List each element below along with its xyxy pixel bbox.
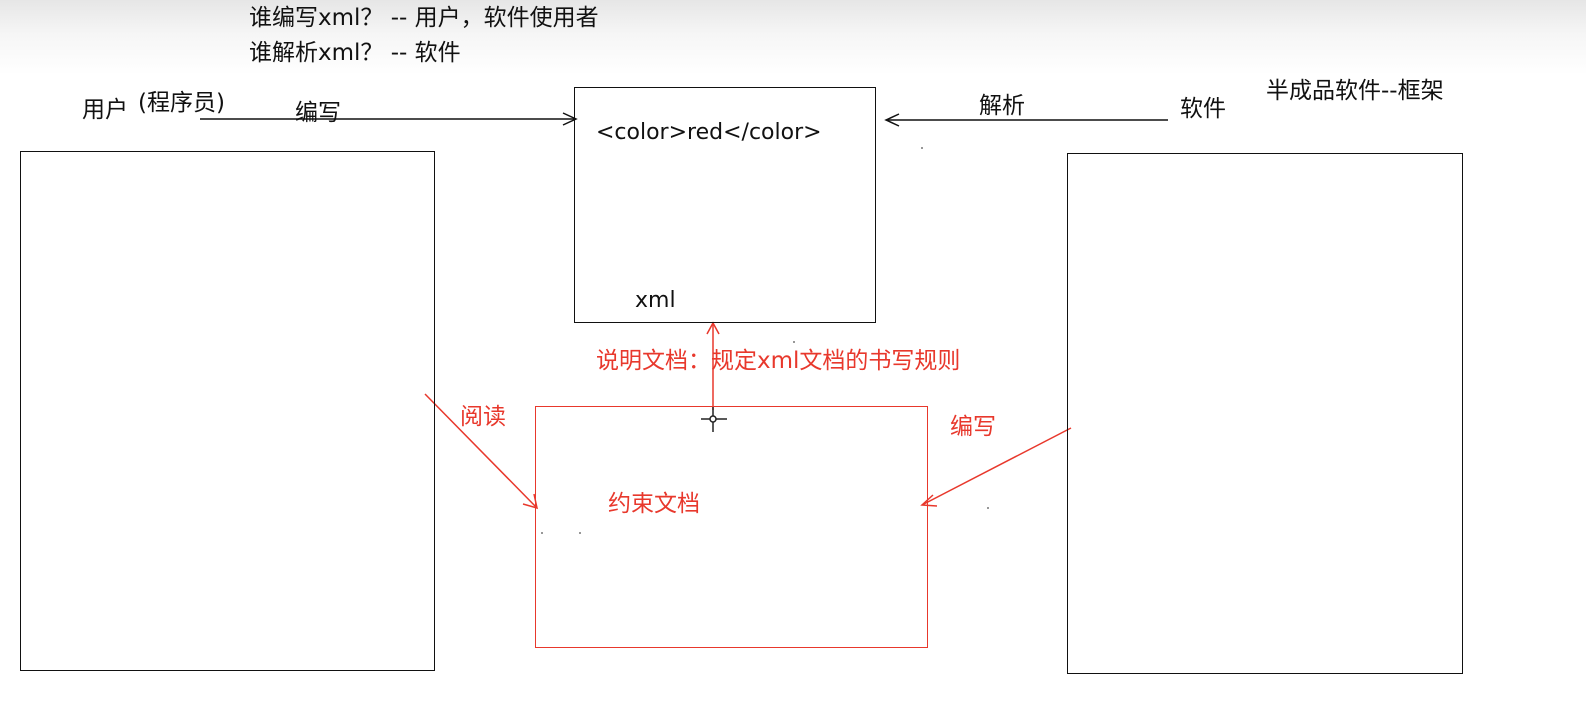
framework-note: 半成品软件--框架 (1266, 78, 1444, 104)
xml-document-box (574, 87, 876, 323)
write-label: 编写 (295, 100, 341, 126)
write-constraint-arrow (920, 427, 1072, 507)
xml-box-label: xml (635, 288, 676, 313)
constraint-description: 说明文档：规定xml文档的书写规则 (596, 348, 961, 374)
user-role-label: (程序员) (138, 90, 225, 116)
user-write-arrow (200, 112, 578, 126)
parse-label: 解析 (979, 93, 1025, 119)
write-constraint-label: 编写 (950, 414, 996, 440)
constraint-to-xml-arrow (706, 321, 720, 410)
software-box (1067, 153, 1463, 674)
software-parse-arrow (884, 113, 1168, 127)
read-label: 阅读 (460, 404, 506, 430)
constraint-box-label: 约束文档 (608, 491, 700, 517)
user-box (20, 151, 435, 671)
user-label: 用户 (82, 97, 128, 123)
constraint-document-box (535, 406, 928, 648)
question-who-parses: 谁解析xml？ -- 软件 (249, 40, 461, 66)
software-label: 软件 (1180, 96, 1226, 122)
question-who-writes: 谁编写xml？ -- 用户，软件使用者 (249, 5, 599, 31)
stray-marks (541, 147, 989, 534)
xml-content-text: <color>red</color> (596, 120, 822, 145)
crosshair-cursor-icon (701, 407, 727, 432)
